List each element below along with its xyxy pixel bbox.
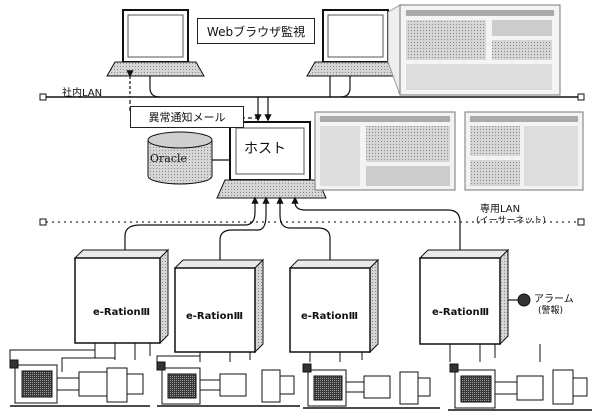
host-screenshot-thumbnail <box>465 112 583 190</box>
alert-mail-label: 異常通知メール <box>130 106 244 128</box>
controller-host-connections <box>125 198 460 268</box>
host-computer-icon <box>217 122 326 198</box>
web-monitor-label: Webブラウザ監視 <box>197 18 315 44</box>
controller-cabinet-4 <box>420 250 508 344</box>
unit-bases <box>10 406 592 410</box>
dedicated-lan-sub-label: (イーサーネット) <box>476 213 546 226</box>
controller-label: e-RationⅢ <box>301 311 358 322</box>
controller-cabinet-1 <box>75 250 168 343</box>
alarm-sub-label: (警報) <box>538 303 563 316</box>
laptop-icon <box>107 10 204 76</box>
host-label: ホスト <box>244 138 286 158</box>
controller-label: e-RationⅢ <box>93 307 150 318</box>
controller-label: e-RationⅢ <box>432 307 489 318</box>
internal-lan-label: 社内LAN <box>62 84 102 99</box>
host-screenshot-thumbnail <box>315 112 455 190</box>
laptop-lan-connections <box>130 76 350 97</box>
browser-screenshot-thumbnail <box>388 5 560 95</box>
database-label: Oracle <box>150 152 187 165</box>
alarm-lamp-icon <box>508 294 530 306</box>
controller-label: e-RationⅢ <box>186 311 243 322</box>
controller-cabinet-3 <box>290 260 378 352</box>
controller-cabinet-2 <box>175 260 263 352</box>
